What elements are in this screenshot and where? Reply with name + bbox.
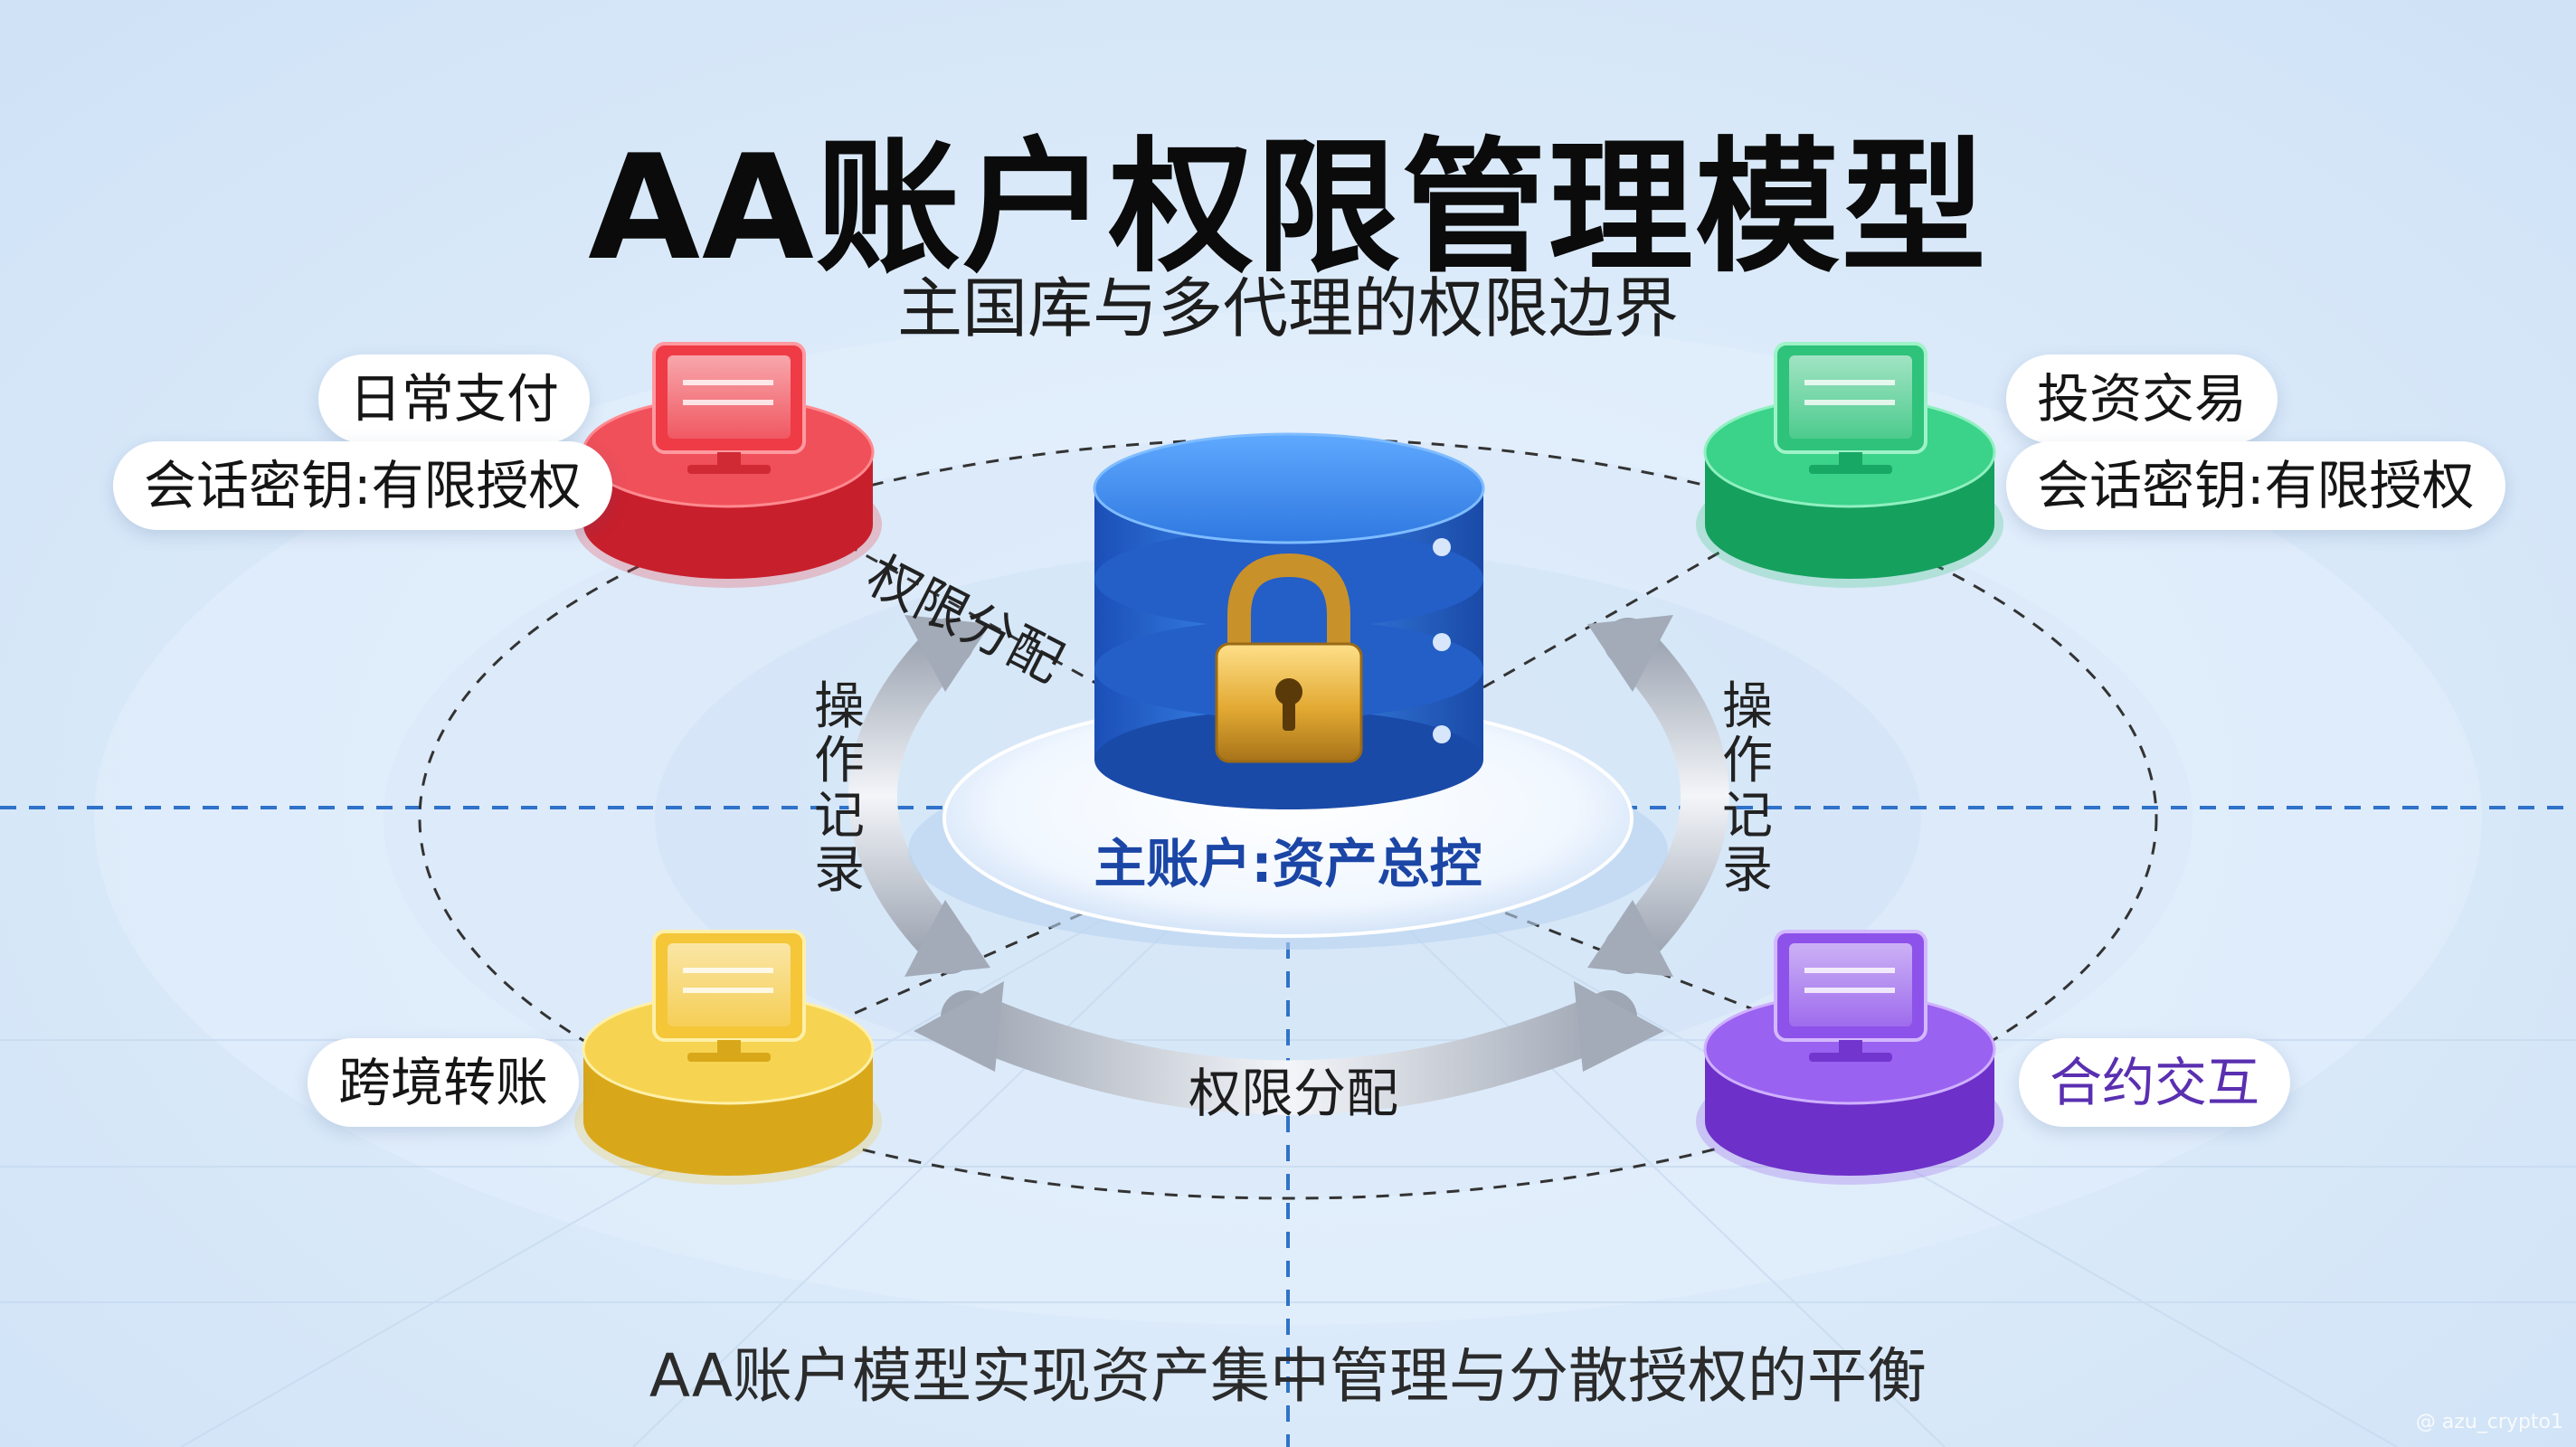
footer-caption: AA账户模型实现资产集中管理与分散授权的平衡 (0, 1328, 2576, 1414)
label-session-key-right: 会话密钥:有限授权 (2006, 441, 2505, 530)
edge-label-op-log-left: 操作记录 (808, 680, 871, 899)
page-subtitle: 主国库与多代理的权限边界 (0, 255, 2576, 350)
edge-label-op-log-right: 操作记录 (1716, 680, 1779, 899)
center-label: 主账户:资产总控 (1026, 821, 1550, 897)
label-investment: 投资交易 (2006, 355, 2278, 443)
edge-label-permission-bottom: 权限分配 (1113, 1051, 1474, 1127)
watermark: @ azu_crypto1 (2416, 1411, 2563, 1433)
label-contract: 合约交互 (2019, 1038, 2290, 1127)
label-daily-payment: 日常支付 (318, 355, 590, 443)
label-session-key-left: 会话密钥:有限授权 (113, 441, 612, 530)
label-cross-border: 跨境转账 (308, 1038, 579, 1127)
